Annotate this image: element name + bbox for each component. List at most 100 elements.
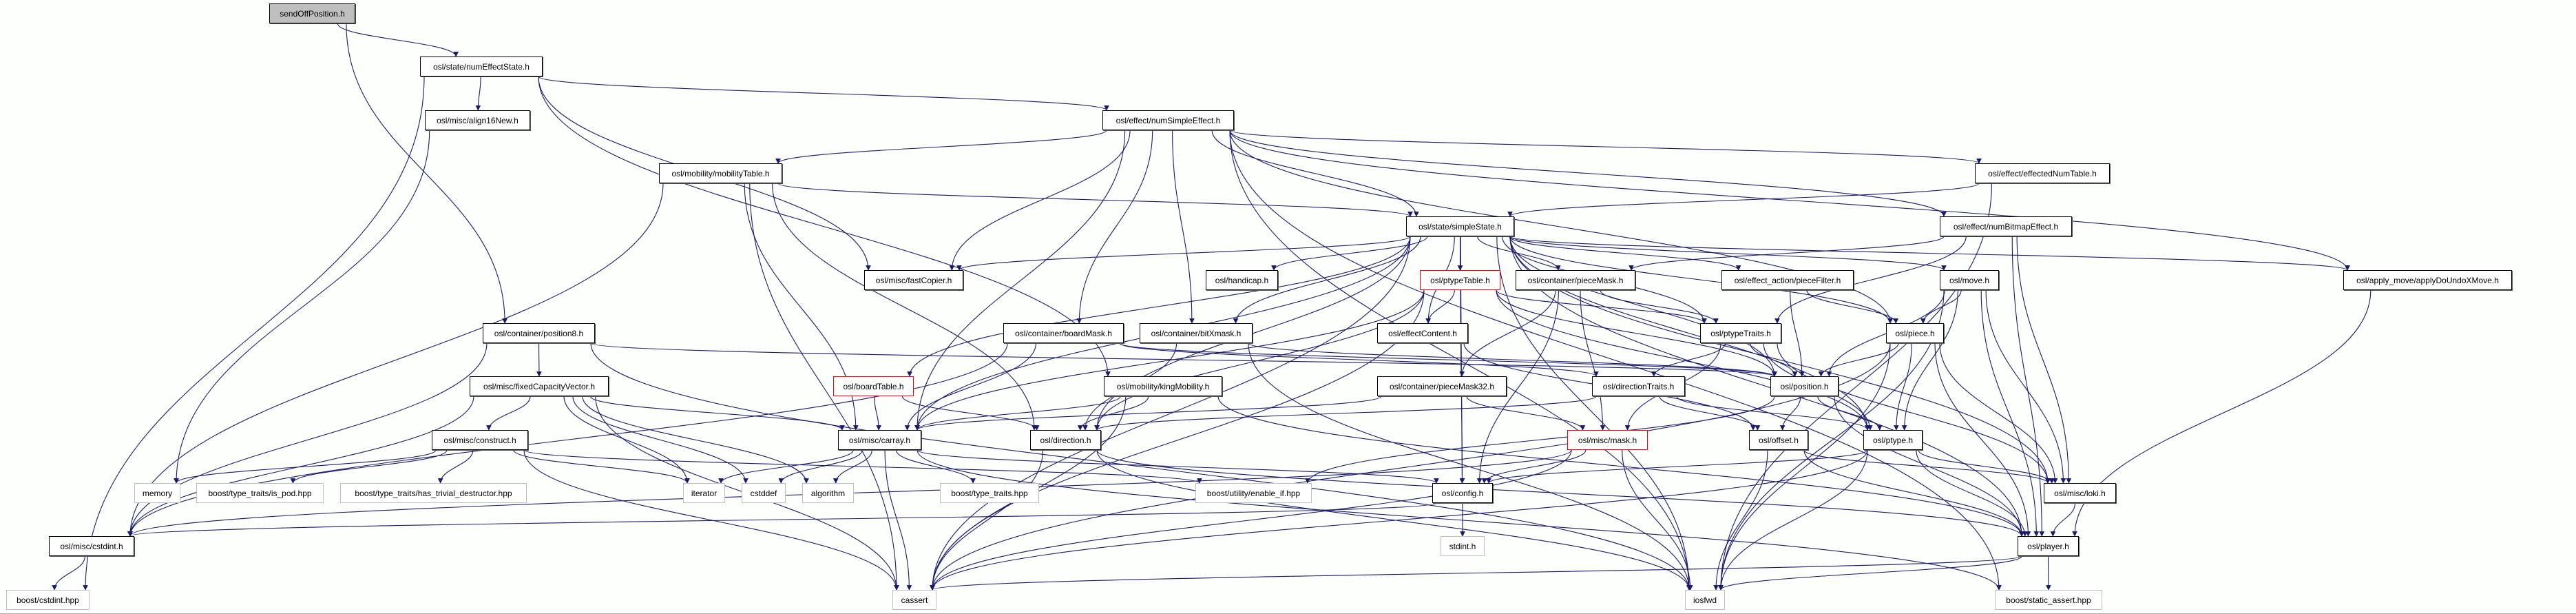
node-label: osl/direction.h [1040,435,1091,445]
node-label: osl/container/boardMask.h [1015,328,1112,338]
node-construct[interactable]: osl/misc/construct.h [432,430,528,450]
node-handicap[interactable]: osl/handicap.h [1206,270,1278,290]
edge-carray-to-cstddef [778,449,863,484]
node-label: osl/ptype.h [1872,435,1914,445]
node-config[interactable]: osl/config.h [1432,483,1493,503]
node-label: osl/mobility/kingMobility.h [1116,381,1210,391]
edge-mask-to-cassert [930,449,1572,591]
node-align16New[interactable]: osl/misc/align16New.h [425,110,530,130]
edge-direction-to-iosfwd [1096,449,1692,591]
node-boardMask[interactable]: osl/container/boardMask.h [1003,323,1124,343]
edge-boardMask-to-position [1119,342,1777,377]
edge-align16New-to-memory [174,130,430,484]
edge-simpleState-to-pieceFilter [1509,236,1741,271]
node-fastCopier[interactable]: osl/misc/fastCopier.h [864,270,963,290]
edge-move-to-piece [1920,289,1962,324]
edge-direction-to-cassert [930,449,1044,591]
edge-mobilityTable-to-direction [772,183,1037,431]
edge-numEffectState-to-numSimpleEffect [538,76,1109,111]
edge-offset-to-loki [1803,449,2051,484]
edge-directionTraits-to-offset [1659,396,1761,431]
node-label: osl/state/simpleState.h [1418,221,1502,232]
edge-numSimpleEffect-to-effectedNumTable [1229,130,1982,164]
node-pieceFilter[interactable]: osl/effect_action/pieceFilter.h [1721,270,1854,290]
edge-numSimpleEffect-to-carray [914,130,1126,431]
node-numEffectState[interactable]: osl/state/numEffectState.h [420,57,543,76]
node-cstdint_h[interactable]: osl/misc/cstdint.h [49,536,134,556]
edge-move-to-loki [1985,289,2066,484]
edge-numSimpleEffect-to-boardMask [1076,130,1153,324]
edge-position-to-offset [1779,396,1801,431]
node-iterator: iterator [683,483,725,503]
node-pieceMask[interactable]: osl/container/pieceMask.h [1516,270,1635,290]
edge-position-to-player [1834,396,2024,537]
edge-ptype-to-cassert [930,449,1868,591]
node-carray[interactable]: osl/misc/carray.h [838,430,921,450]
edge-numSimpleEffect-to-piece [1229,130,1893,324]
node-numSimpleEffect[interactable]: osl/effect/numSimpleEffect.h [1102,110,1234,130]
node-loki[interactable]: osl/misc/loki.h [2044,483,2116,503]
node-label: osl/boardTable.h [843,381,904,391]
edge-pieceMask-to-pieceMask32 [1459,289,1556,377]
edge-player-to-iosfwd [1718,555,2022,591]
node-label: boost/utility/enable_if.hpp [1206,488,1301,498]
node-player[interactable]: osl/player.h [2018,536,2079,556]
edge-ptype-to-config [1486,449,1868,484]
edge-ptypeTraits-to-position [1750,342,1798,377]
node-boost_cstdint: boost/cstdint.hpp [6,590,90,610]
edge-mobilityTable-to-cstdint_h [127,183,664,537]
node-position[interactable]: osl/position.h [1770,376,1839,396]
edge-piece-to-position [1818,342,1899,377]
node-ptypeTable[interactable]: osl/ptypeTable.h [1420,270,1500,290]
edge-numEffectState-to-align16New [475,76,481,111]
node-fixedCapacityVector[interactable]: osl/misc/fixedCapacityVector.h [470,376,609,396]
edge-construct-to-has_trivial [437,449,474,484]
node-memory: memory [134,483,180,503]
node-static_assert: boost/static_assert.hpp [1995,590,2102,610]
node-kingMobility[interactable]: osl/mobility/kingMobility.h [1104,376,1222,396]
node-bitXmask[interactable]: osl/container/bitXmask.h [1140,323,1253,343]
node-label: osl/offset.h [1759,435,1799,445]
node-label: osl/effect/effectedNumTable.h [1988,168,2097,178]
node-direction[interactable]: osl/direction.h [1030,430,1101,450]
edge-numBitmapEffect-to-loki [2016,236,2072,484]
edge-simpleState-to-move [1509,236,1947,271]
edge-numSimpleEffect-to-simpleState [1211,130,1419,217]
edge-position-to-ptype [1817,396,1883,431]
node-label: osl/ptypeTraits.h [1710,328,1771,338]
edge-loki-to-player [2050,502,2076,537]
edge-piece-to-loki [1939,342,2058,484]
node-directionTraits[interactable]: osl/directionTraits.h [1592,376,1685,396]
node-position8[interactable]: osl/container/position8.h [483,323,595,343]
edge-simpleState-to-iosfwd [1496,236,1692,591]
edge-mask-to-config [1481,449,1587,484]
node-label: osl/container/position8.h [494,328,584,338]
node-mobilityTable[interactable]: osl/mobility/mobilityTable.h [659,163,782,183]
node-move[interactable]: osl/move.h [1940,270,1999,290]
node-label: osl/move.h [1949,275,1990,285]
node-applyDoUndoXMove[interactable]: osl/apply_move/applyDoUndoXMove.h [2343,270,2512,290]
node-piece[interactable]: osl/piece.h [1886,323,1944,343]
node-label: osl/position.h [1780,381,1829,391]
edge-carray-to-static_assert [917,449,2002,591]
edge-numSimpleEffect-to-applyDoUndoXMove [1229,130,2350,271]
node-offset[interactable]: osl/offset.h [1749,430,1808,450]
node-effectContent[interactable]: osl/effectContent.h [1377,323,1468,343]
node-label: osl/ptypeTable.h [1430,275,1490,285]
node-cstddef: cstddef [742,483,786,503]
node-algorithm: algorithm [802,483,854,503]
node-simpleState[interactable]: osl/state/simpleState.h [1406,216,1514,236]
edge-simpleState-to-applyDoUndoXMove [1509,236,2350,271]
node-effectedNumTable[interactable]: osl/effect/effectedNumTable.h [1975,163,2110,183]
node-mask[interactable]: osl/misc/mask.h [1567,430,1648,450]
edge-simpleState-to-bitXmask [1233,236,1421,324]
node-pieceMask32[interactable]: osl/container/pieceMask32.h [1377,376,1507,396]
node-numBitmapEffect[interactable]: osl/effect/numBitmapEffect.h [1940,216,2072,236]
edge-ptypeTable-to-ptype [1496,289,1870,431]
edge-ptypeTraits-to-directionTraits [1651,342,1726,377]
node-ptype[interactable]: osl/ptype.h [1863,430,1923,450]
node-has_trivial: boost/type_traits/has_trivial_destructor… [340,483,527,503]
edge-numSimpleEffect-to-fastCopier [949,130,1131,271]
node-ptypeTraits[interactable]: osl/ptypeTraits.h [1700,323,1781,343]
node-boardTable[interactable]: osl/boardTable.h [833,376,914,396]
